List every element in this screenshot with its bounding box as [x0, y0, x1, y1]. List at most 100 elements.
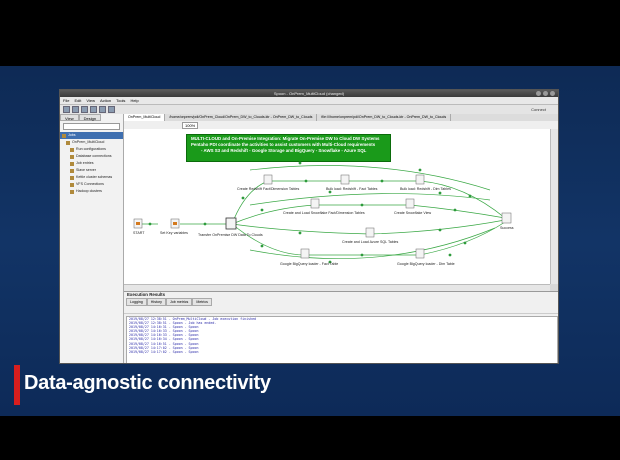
- minimize-button[interactable]: [536, 91, 541, 96]
- banner-line-1: MULTI-CLOUD and On-Premise Integration: …: [191, 136, 380, 141]
- node-label-set-key: Set Key variables: [160, 231, 188, 235]
- save-as-icon[interactable]: [99, 106, 106, 113]
- tree-item-jobs[interactable]: Jobs: [60, 132, 123, 139]
- folder-icon: [70, 161, 74, 166]
- tab-logging[interactable]: Logging: [126, 298, 147, 306]
- slide-caption: Data-agnostic connectivity: [24, 372, 271, 394]
- snowflake-create-icon: [310, 198, 320, 209]
- tree-item-hadoop-clusters[interactable]: Hadoop clusters: [60, 188, 123, 195]
- menu-view[interactable]: View: [86, 98, 95, 103]
- open-file-icon[interactable]: [72, 106, 79, 113]
- folder-icon: [70, 189, 74, 194]
- execution-results-title: Execution Results: [127, 292, 166, 297]
- hop-dot: [360, 203, 364, 207]
- log-line: 2019/08/27 14:16:33 - Spoon - Spoon: [129, 329, 199, 334]
- start-icon-mark: [136, 222, 140, 225]
- layers-icon[interactable]: [108, 106, 115, 113]
- save-icon[interactable]: [90, 106, 97, 113]
- job-icon: [66, 140, 70, 145]
- bigquery-dim-icon: [415, 248, 425, 259]
- node-label-redshift-bulk-fact: Bulk load: Redshift - Fact Tables: [326, 187, 378, 191]
- transfer-job-icon: [225, 217, 237, 230]
- tree-item-slave-server[interactable]: Slave server: [60, 167, 123, 174]
- node-label-transfer: Transfer OnPremise DW Data To Clouds: [198, 233, 263, 237]
- canvas-note-banner[interactable]: MULTI-CLOUD and On-Premise Integration: …: [186, 134, 391, 162]
- redshift-bulk-dim-icon: [415, 174, 425, 185]
- node-label-azure-create: Create and Load Azure SQL Tables: [342, 240, 399, 244]
- log-line: 2019/08/27 14:17:02 - Spoon - Spoon: [129, 345, 199, 350]
- object-tree: Jobs OnPrem_MultiCloud Run configuration…: [60, 132, 123, 195]
- hop-dot: [260, 208, 264, 212]
- tab-metrics[interactable]: Metrics: [192, 298, 212, 306]
- menu-action[interactable]: Action: [99, 98, 112, 103]
- window-titlebar: Spoon - OnPrem_MultiCloud (changed): [60, 90, 558, 97]
- canvas-horizontal-scrollbar[interactable]: [124, 284, 550, 292]
- new-file-icon[interactable]: [63, 106, 70, 113]
- hop-dot: [453, 208, 457, 212]
- hop-dot: [380, 179, 384, 183]
- spoon-window: Spoon - OnPrem_MultiCloud (changed) File…: [59, 89, 559, 364]
- explore-repository-icon[interactable]: [81, 106, 88, 113]
- azure-create-icon: [365, 227, 375, 238]
- tab-onprem-multicloud[interactable]: OnPrem_MultiCloud: [124, 114, 166, 121]
- zoom-select[interactable]: 100%: [182, 122, 199, 129]
- tree-item-cluster-schemas[interactable]: Kettle cluster schemas: [60, 174, 123, 181]
- hop-dot: [463, 241, 467, 245]
- hop-dot: [328, 260, 332, 264]
- banner-line-2: Pentaho PDI coordinate the activities to…: [191, 142, 376, 147]
- hop-dot: [241, 196, 245, 200]
- node-label-redshift-create: Create Redshift Fact/Dimension Tables: [237, 187, 299, 191]
- hop: [231, 204, 316, 225]
- hop: [249, 193, 491, 206]
- connect-button[interactable]: Connect: [531, 107, 546, 112]
- hop-dot: [448, 253, 452, 257]
- tab-transformation-1[interactable]: /home/onprem/pdi/OnPrem_Cloud/OnPrem_DW_…: [165, 114, 318, 121]
- hop-dot: [260, 244, 264, 248]
- bottom-letterbox: [0, 416, 620, 460]
- tab-job-metrics[interactable]: Job metrics: [165, 298, 193, 306]
- log-line: 2019/08/27 14:16:33 - Spoon - Spoon: [129, 333, 199, 338]
- redshift-bulk-fact-icon: [340, 174, 350, 185]
- node-label-snowflake-view: Create Snowflake View: [394, 211, 431, 215]
- close-button[interactable]: [550, 91, 555, 96]
- hop: [231, 223, 371, 235]
- set-variables-mark: [173, 222, 177, 225]
- hop: [231, 223, 306, 256]
- hop-dot: [360, 253, 364, 257]
- top-letterbox: [0, 0, 620, 66]
- tree-item-vfs-connections[interactable]: VFS Connections: [60, 181, 123, 188]
- node-label-start: START: [133, 231, 145, 235]
- tab-history[interactable]: History: [146, 298, 166, 306]
- hop: [409, 204, 506, 219]
- tree-item-database-connections[interactable]: Database connections: [60, 153, 123, 160]
- log-output[interactable]: 2019/08/27 12:38:51 - OnPrem_MultiCloud …: [126, 316, 558, 363]
- menu-help[interactable]: Help: [130, 98, 139, 103]
- hop-dot: [203, 222, 207, 226]
- hop-dot: [298, 231, 302, 235]
- node-label-redshift-bulk-dim: Bulk load: Redshift - Dim Tables: [400, 187, 451, 191]
- log-toolbar: [124, 306, 558, 314]
- menu-edit[interactable]: Edit: [74, 98, 82, 103]
- tab-view[interactable]: View: [60, 114, 79, 121]
- node-label-bigquery-fact: Google BigQuery loader - Fact Table: [280, 262, 338, 266]
- menu-tools[interactable]: Tools: [116, 98, 126, 103]
- maximize-button[interactable]: [543, 91, 548, 96]
- tree-search-input[interactable]: [63, 123, 120, 130]
- left-panel: View Design Jobs OnPrem_MultiCloud Run c…: [60, 114, 124, 363]
- tab-transformation-2[interactable]: file:///home/onprem/pdi/OnPrem_DW_to_Clo…: [317, 114, 452, 121]
- tree-item-job-entries[interactable]: Job entries: [60, 160, 123, 167]
- log-line: 2019/08/27 12:38:51 - OnPrem_MultiCloud …: [129, 317, 257, 321]
- log-line: 2019/08/27 14:16:31 - Spoon - Spoon: [129, 325, 199, 330]
- menu-file[interactable]: File: [63, 98, 70, 103]
- canvas-vertical-scrollbar[interactable]: [550, 129, 558, 284]
- window-title: Spoon - OnPrem_MultiCloud (changed): [273, 91, 345, 96]
- log-line: 2019/08/27 12:38:51 - Spoon - Job has en…: [129, 321, 217, 326]
- folder-icon: [70, 175, 74, 180]
- log-line: 2019/08/27 14:17:02 - Spoon - Spoon: [129, 349, 199, 354]
- tree-item-run-configurations[interactable]: Run configurations: [60, 146, 123, 153]
- hop-dot: [438, 228, 442, 232]
- redshift-create-icon: [263, 174, 273, 185]
- tab-design[interactable]: Design: [78, 114, 102, 121]
- tree-item-job[interactable]: OnPrem_MultiCloud: [60, 139, 123, 146]
